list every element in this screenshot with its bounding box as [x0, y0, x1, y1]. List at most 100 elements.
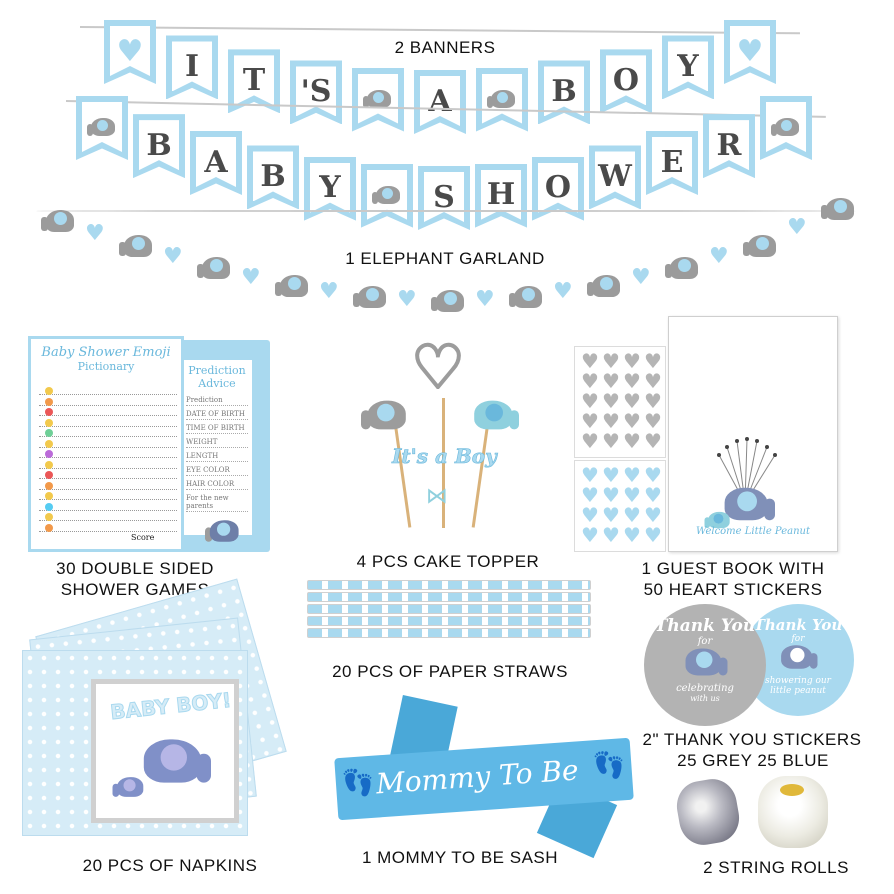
heart-sticker-icon: ♥ — [602, 389, 620, 413]
emoji-answer-line — [39, 436, 177, 437]
garland-elephant-icon — [742, 231, 778, 259]
banner1-flag-1-face: I — [172, 41, 212, 92]
emoji-icon — [45, 523, 53, 532]
banner1-flag-6-face — [482, 73, 522, 124]
banner2-flag-11-face: R — [709, 120, 749, 171]
elephant-icon — [372, 184, 402, 206]
emoji-icon — [45, 492, 53, 500]
prediction-field: TIME OF BIRTH — [186, 424, 248, 434]
heart-sticker-icon: ♥ — [644, 389, 662, 413]
topper-stick-1 — [442, 398, 445, 528]
elephant-icon — [363, 88, 393, 110]
banner2-flag-1-face: B — [139, 120, 179, 171]
guestbook-baby-elephant-icon — [704, 510, 732, 530]
garland-string — [36, 210, 856, 212]
heart-sticker-icon: ♥ — [602, 429, 620, 453]
banner2-flag-9: W — [589, 145, 641, 210]
emoji-answer-line — [39, 520, 177, 521]
sash-left-footprint-icon: 👣 — [341, 767, 376, 800]
napkin-front: BABY BOY! — [22, 650, 248, 836]
cake-topper: ♥ It's a Boy ⋈ — [350, 333, 550, 538]
heart-sticker-icon: ♥ — [581, 463, 599, 487]
banner1-flag-10: ♥ — [724, 20, 776, 84]
banner1-flag-5: A — [414, 70, 466, 134]
banner1-flag-6 — [476, 67, 528, 132]
banner2-flag-5 — [361, 163, 413, 228]
banner1-flag-10-face: ♥ — [730, 26, 770, 76]
holographic-string-roll — [672, 775, 744, 849]
paper-straw — [307, 628, 591, 638]
emoji-answer-line — [39, 478, 177, 479]
garland-heart-icon: ♥ — [85, 220, 105, 246]
grey-sticker-line3: celebrating — [676, 683, 734, 694]
emoji-icon — [45, 408, 53, 416]
garland-heart-icon: ♥ — [163, 244, 183, 270]
games-label-line1: 30 DOUBLE SIDED — [56, 559, 214, 578]
banner2-flag-0 — [76, 96, 128, 160]
banner1-flag-9: Y — [662, 35, 714, 100]
paper-straw — [307, 592, 591, 602]
banner2-flag-12-face — [766, 102, 806, 152]
banner2-flag-11: R — [703, 114, 755, 179]
prediction-field: LENGTH — [186, 452, 248, 462]
heart-sticker-icon: ♥ — [644, 483, 662, 507]
heart-sticker-icon: ♥ — [623, 369, 641, 393]
prediction-field: HAIR COLOR — [186, 480, 248, 490]
prediction-card-subtitle: Advice — [198, 377, 236, 390]
prediction-field: DATE OF BIRTH — [186, 410, 248, 420]
guestbook-label-line2: 50 HEART STICKERS — [643, 580, 823, 599]
heart-sticker-icon: ♥ — [581, 429, 599, 453]
heart-sticker-icon: ♥ — [644, 503, 662, 527]
prediction-field: Prediction — [186, 396, 248, 406]
blue-sticker-elephant-icon — [779, 643, 818, 672]
rolls-label: 2 STRING ROLLS — [703, 858, 849, 877]
blue-sticker-line1: Thank You — [753, 616, 843, 634]
banner2-flag-2: A — [190, 131, 242, 195]
emoji-icon — [45, 460, 53, 469]
emoji-answer-line — [39, 404, 177, 406]
banner2-flag-12 — [760, 96, 812, 160]
emoji-icon — [45, 450, 53, 458]
grey-sticker-line4: with us — [690, 694, 720, 703]
banner1-flag-3-face: 'S — [296, 66, 336, 117]
emoji-icon — [45, 429, 53, 437]
banner2-flag-5-face — [367, 169, 407, 220]
emoji-answer-line — [39, 415, 177, 416]
blue-sticker-line3: showering our — [765, 676, 831, 686]
sash-label: 1 MOMMY TO BE SASH — [361, 848, 559, 867]
garland-heart-icon: ♥ — [553, 279, 573, 305]
heart-sticker-icon: ♥ — [623, 503, 641, 527]
heart-sticker-icon: ♥ — [581, 389, 599, 413]
heart-sticker-icon: ♥ — [644, 523, 662, 547]
emoji-answer-line — [39, 394, 177, 395]
grey-sticker-line2: for — [697, 636, 713, 647]
stickers-label-line2: 25 GREY 25 BLUE — [677, 751, 829, 770]
garland-elephant-icon — [40, 206, 76, 234]
napkin-print-panel: BABY BOY! — [91, 679, 239, 823]
banner1-flag-5-face: A — [420, 76, 460, 126]
garland-heart-icon: ♥ — [709, 244, 729, 270]
grey-heart-sheet: ♥♥♥♥♥♥♥♥♥♥♥♥♥♥♥♥♥♥♥♥ — [574, 346, 666, 458]
heart-sticker-icon: ♥ — [602, 349, 620, 373]
paper-straw — [307, 604, 591, 614]
heart-sticker-icon: ♥ — [602, 463, 620, 487]
straws-label: 20 PCS OF PAPER STRAWS — [332, 662, 568, 681]
emoji-pictionary-card: Baby Shower Emoji Pictionary Score — [28, 336, 184, 552]
topper-bow-icon: ⋈ — [426, 484, 448, 509]
emoji-answer-line — [39, 467, 177, 469]
banner2-flag-10: E — [646, 131, 698, 195]
garland-heart-icon: ♥ — [241, 264, 261, 290]
paper-straw — [307, 580, 591, 590]
guestbook-welcome: Welcome Little Peanut — [695, 526, 810, 537]
banner1-flag-0-face: ♥ — [110, 26, 150, 76]
banner1-flag-2-face: T — [234, 55, 274, 106]
heart-icon: ♥ — [736, 33, 764, 69]
topper-heart-icon: ♥ — [410, 333, 466, 401]
heart-sticker-icon: ♥ — [581, 409, 599, 433]
heart-sticker-icon: ♥ — [644, 463, 662, 487]
banner-string-1 — [79, 26, 800, 35]
garland-label: 1 ELEPHANT GARLAND — [345, 249, 545, 268]
thank-you-sticker-blue: Thank You for showering our little peanu… — [742, 604, 854, 716]
